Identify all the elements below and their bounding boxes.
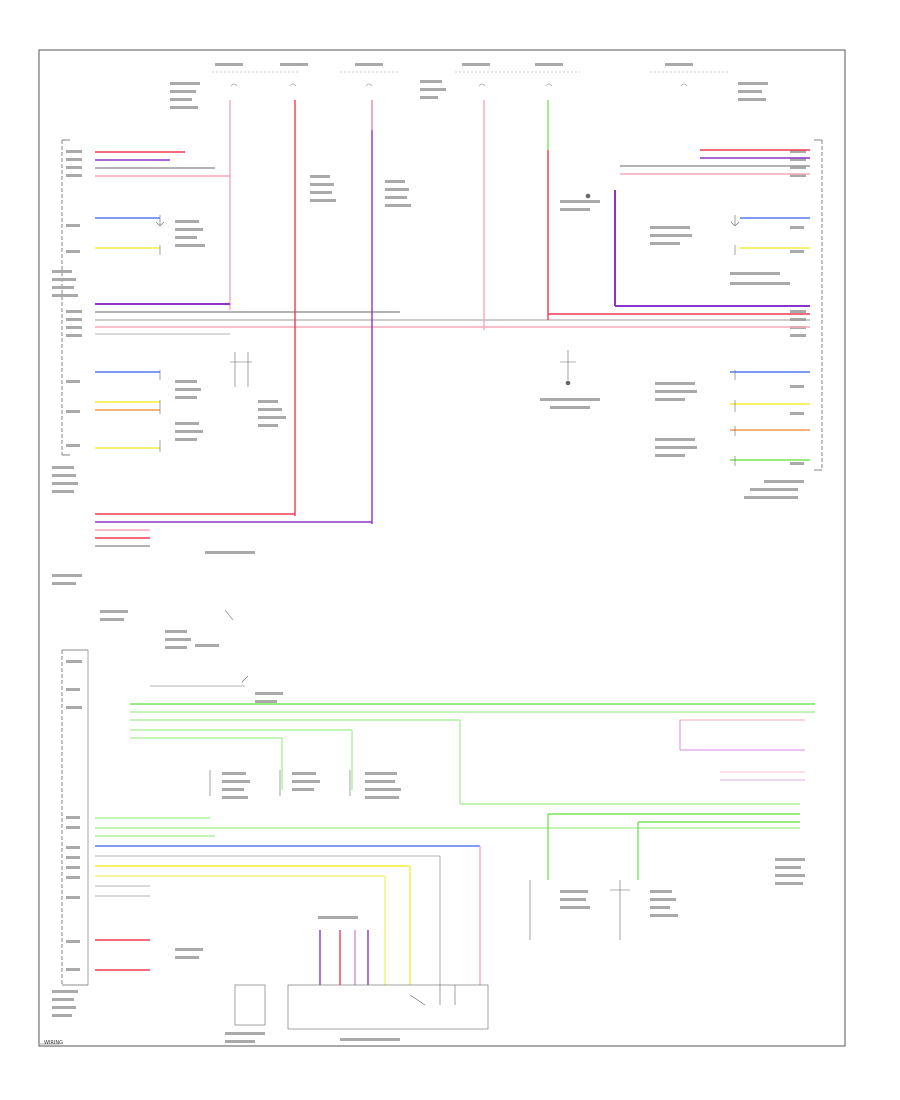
fuse-block-labels [170, 63, 768, 109]
window-switch-symbols [155, 193, 740, 466]
corner-code: WIRING [44, 1040, 63, 1046]
wires-bottom [95, 685, 815, 985]
main-body-ecu [52, 649, 89, 1017]
diagram-frame [38, 49, 846, 1047]
driver-door-module [52, 139, 82, 493]
bottom-components [40, 609, 630, 1045]
fuse-symbols [230, 83, 688, 87]
component-labels-bottom [100, 610, 805, 1043]
component-labels-top [52, 175, 697, 585]
wires-top [95, 100, 810, 547]
